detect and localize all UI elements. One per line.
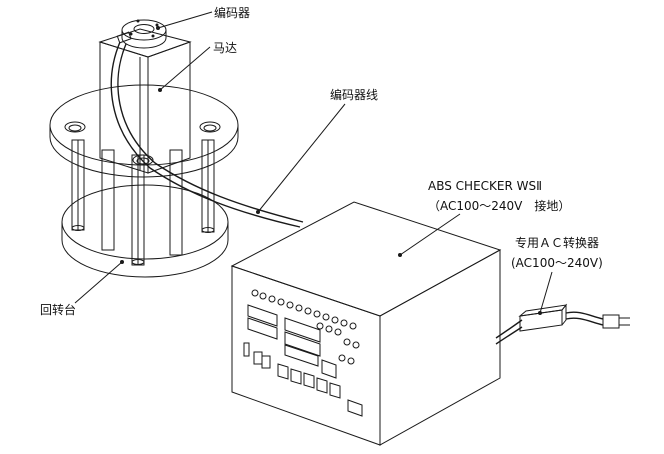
label-adapter-power: (AC100～240V) bbox=[511, 256, 603, 270]
indicator-leds bbox=[251, 289, 360, 365]
encoder-cable bbox=[110, 41, 304, 228]
label-motor: 马达 bbox=[213, 41, 238, 55]
abs-checker bbox=[230, 201, 630, 446]
turntable-base-plate bbox=[61, 222, 229, 278]
label-encoder: 编码器 bbox=[214, 6, 251, 20]
turntable-top-plate bbox=[49, 125, 239, 178]
turntable bbox=[49, 84, 239, 278]
leader-lines bbox=[74, 11, 553, 315]
label-encoder-cable: 编码器线 bbox=[330, 88, 379, 102]
ac-adapter bbox=[495, 303, 630, 345]
display-windows bbox=[247, 304, 337, 379]
front-buttons bbox=[243, 342, 363, 417]
encoder bbox=[116, 19, 167, 49]
label-adapter-name: 专用ＡＣ转换器 bbox=[515, 236, 600, 250]
label-turntable: 回转台 bbox=[40, 303, 77, 317]
mounting-holes bbox=[64, 121, 221, 166]
label-checker-power: （AC100～240V 接地） bbox=[428, 199, 571, 213]
label-checker-name: ABS CHECKER WSⅡ bbox=[428, 179, 543, 193]
